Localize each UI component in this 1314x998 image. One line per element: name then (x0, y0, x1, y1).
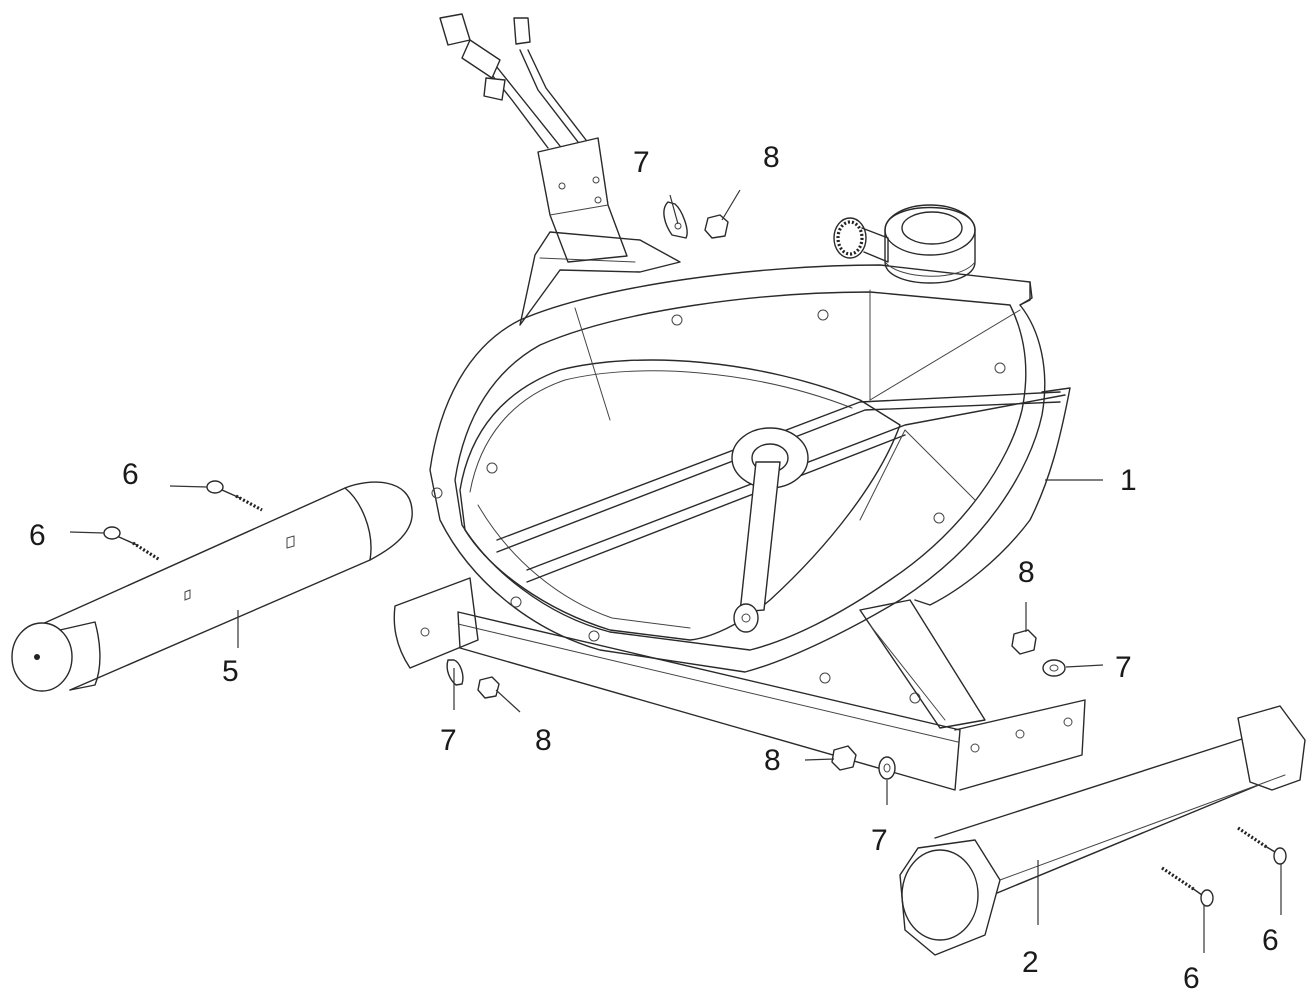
bolts (103, 480, 1287, 907)
nuts (477, 214, 1037, 771)
rear-stabilizer (899, 705, 1306, 956)
callout-6-front-upper: 6 (122, 458, 139, 491)
callout-7-top: 7 (633, 146, 650, 179)
bearing-housing (884, 204, 976, 284)
callout-2: 2 (1022, 946, 1039, 979)
callout-7-rear-bottom: 7 (871, 824, 888, 857)
tension-knob (833, 217, 889, 263)
callout-8-rear-right: 8 (1018, 556, 1035, 589)
front-stabilizer (11, 481, 413, 692)
callout-labels: 1 2 5 6 6 6 6 7 7 7 7 8 8 8 8 (29, 141, 1279, 995)
callout-6-rear-right: 6 (1262, 924, 1279, 957)
leader-lines (69, 189, 1282, 953)
callout-8-front: 8 (535, 724, 552, 757)
washers (446, 201, 1066, 780)
callout-8-rear-bottom: 8 (764, 744, 781, 777)
callout-8-top: 8 (763, 141, 780, 174)
callout-6-rear-left: 6 (1183, 962, 1200, 995)
main-frame (393, 13, 1086, 791)
crank-hub (731, 427, 809, 633)
callout-6-front-lower: 6 (29, 519, 46, 552)
callout-1: 1 (1120, 464, 1137, 497)
callout-5: 5 (222, 655, 239, 688)
callout-7-rear-right: 7 (1115, 651, 1132, 684)
callout-7-front: 7 (440, 724, 457, 757)
